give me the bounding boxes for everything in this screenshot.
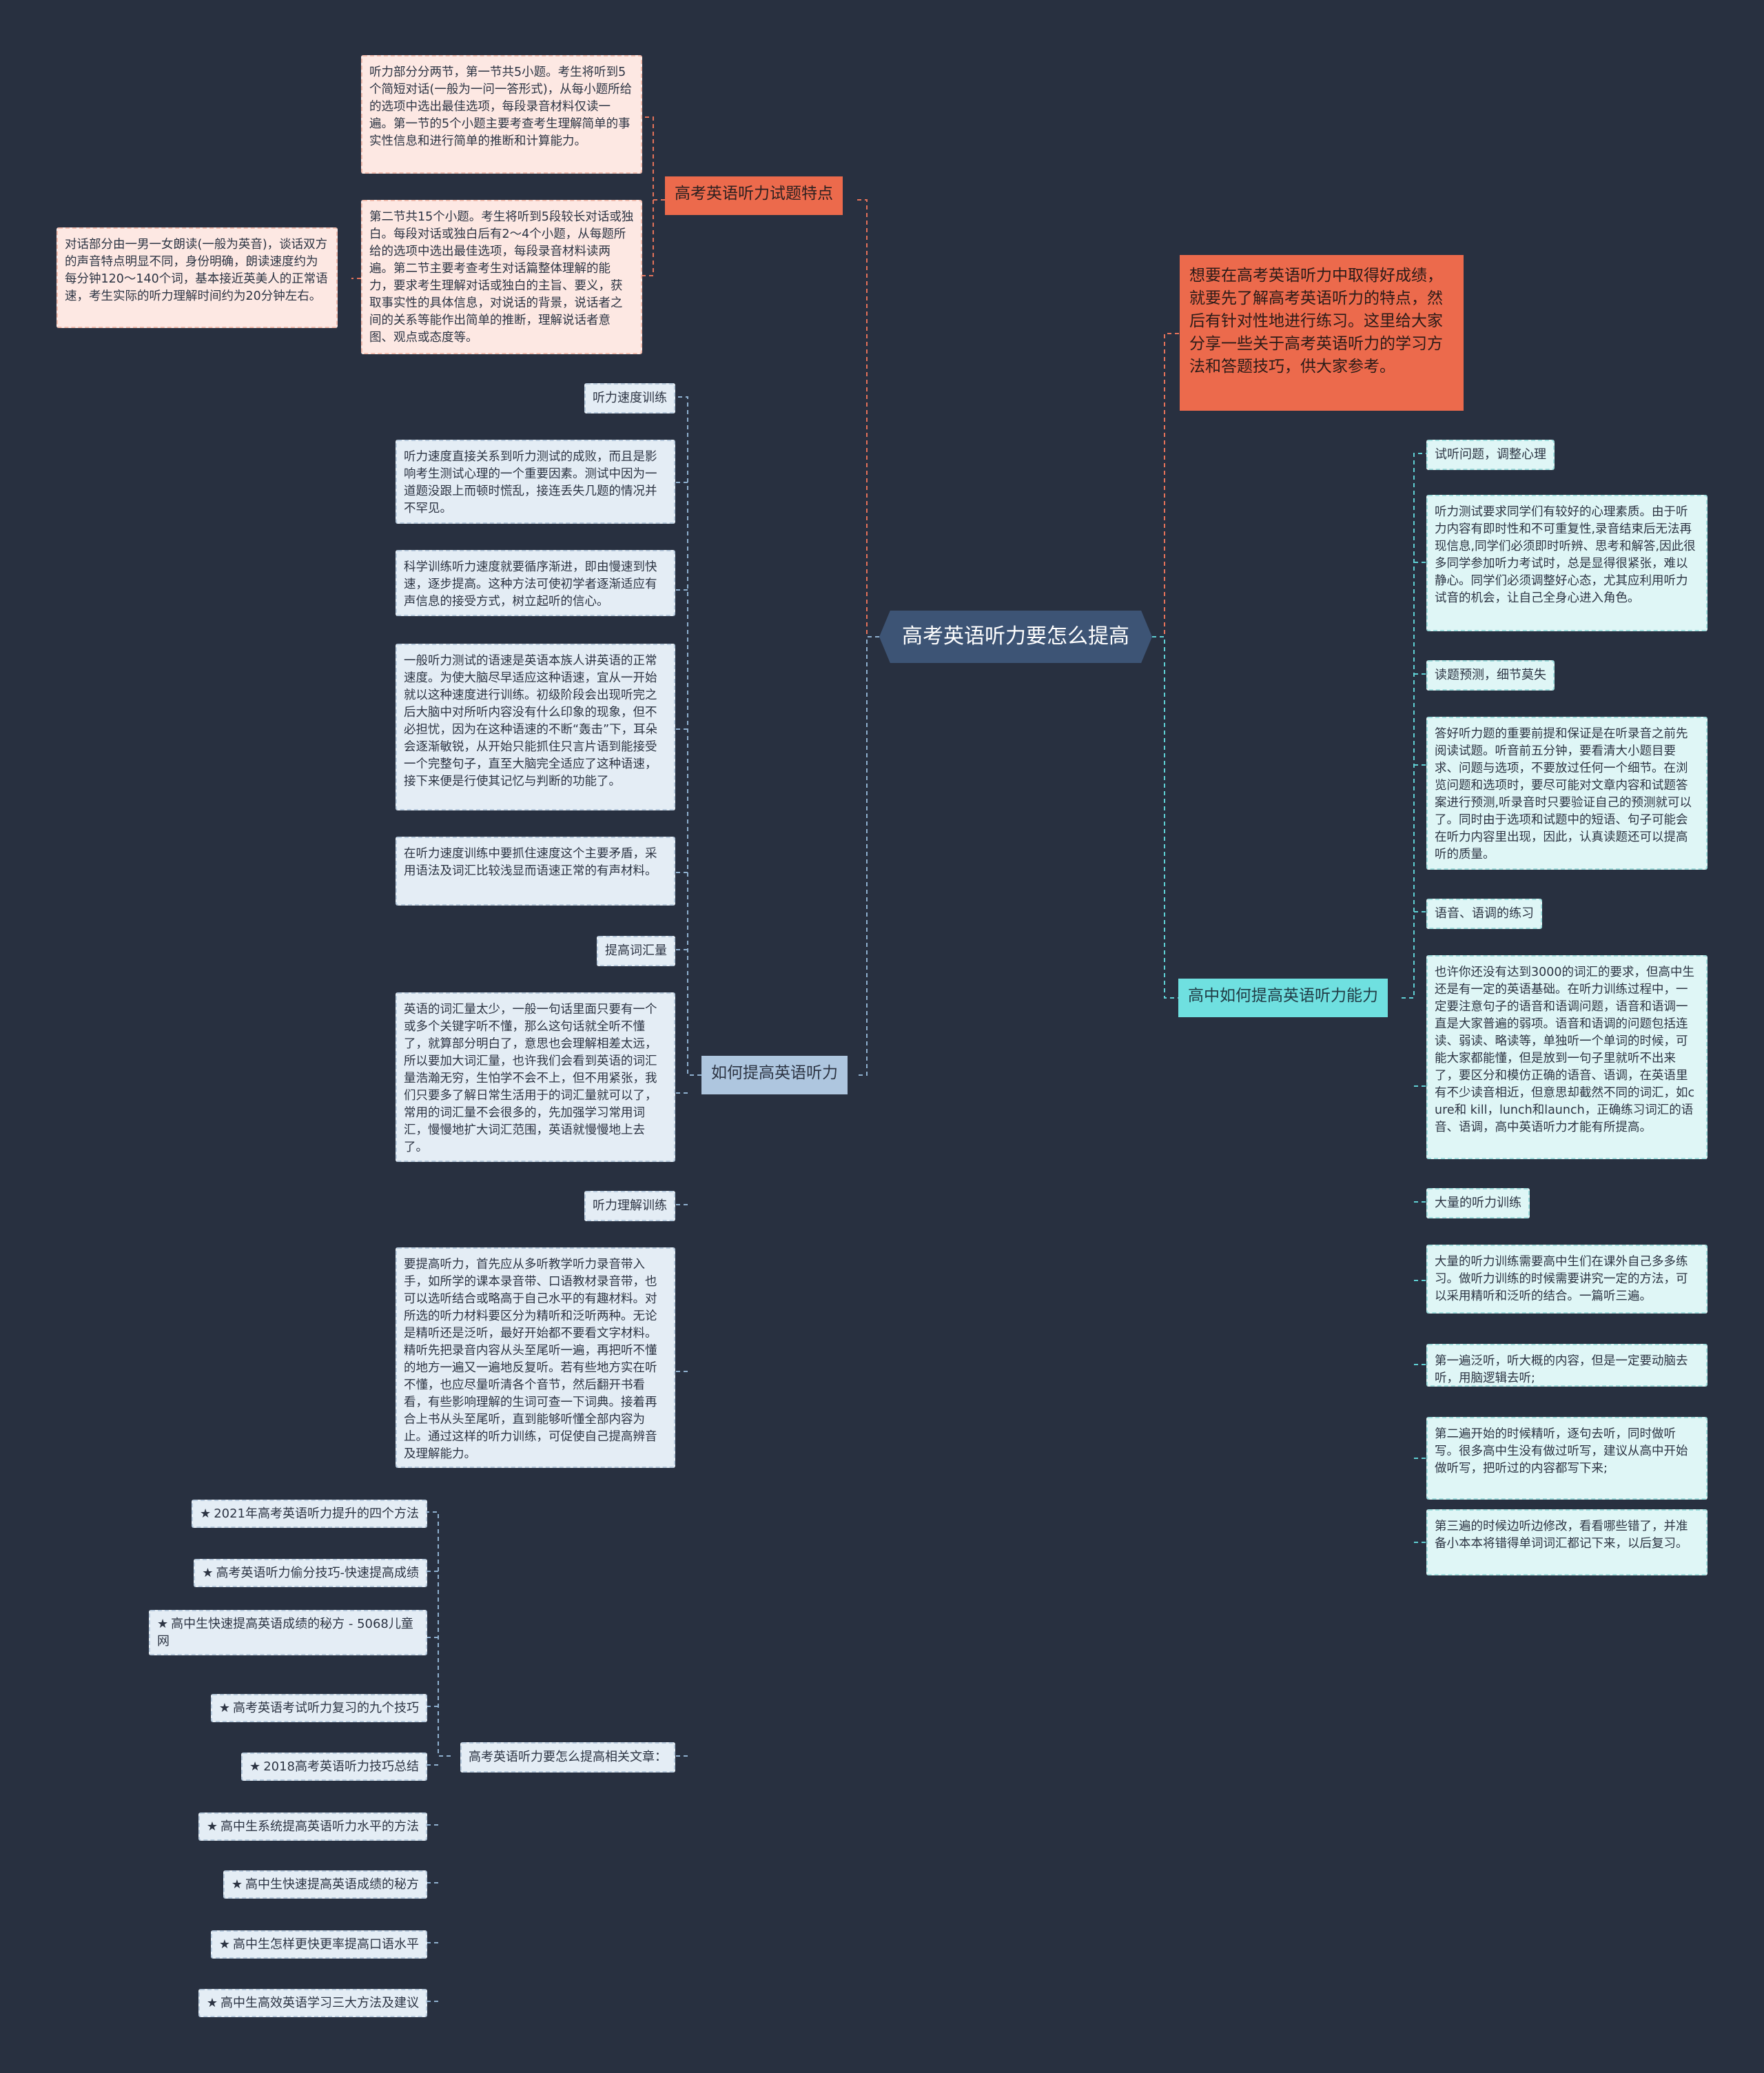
related-article-title: 高中生快速提高英语成绩的秘方: [245, 1877, 419, 1892]
star-icon: ★: [200, 1507, 212, 1521]
how-speed-label[interactable]: 听力速度训练: [584, 383, 675, 413]
star-icon: ★: [218, 1937, 230, 1952]
highschool-item-text: 也许你还没有达到3000的词汇的要求，但高中生还是有一定的英语基础。在听力训练过…: [1426, 955, 1707, 1159]
related-article-title: 高中生系统提高英语听力水平的方法: [220, 1819, 419, 1834]
related-article-link[interactable]: ★2021年高考英语听力提升的四个方法: [192, 1500, 427, 1528]
star-icon: ★: [206, 1996, 218, 2010]
features-section1-text: 听力部分分两节，第一节共5小题。考生将听到5个简短对话(一般为一问一答形式)，从…: [361, 55, 642, 174]
related-articles-label[interactable]: 高考英语听力要怎么提高相关文章：: [460, 1742, 675, 1773]
related-article-link[interactable]: ★高中生系统提高英语听力水平的方法: [198, 1812, 427, 1841]
related-article-link[interactable]: ★高中生怎样更快更率提高口语水平: [210, 1930, 427, 1959]
root-title: 高考英语听力要怎么提高: [902, 624, 1129, 649]
highschool-listening-step: 第三遍的时候边听边修改，看看哪些错了，并准备小本本将错得单词词汇都记下来，以后复…: [1426, 1509, 1707, 1575]
star-icon: ★: [249, 1759, 261, 1774]
highschool-branch-title[interactable]: 高中如何提高英语听力能力: [1178, 979, 1388, 1017]
star-icon: ★: [157, 1617, 169, 1631]
related-article-title: 高中生快速提高英语成绩的秘方 - 5068儿童网: [157, 1617, 413, 1648]
highschool-item-text: 大量的听力训练需要高中生们在课外自己多多练习。做听力训练的时候需要讲究一定的方法…: [1426, 1245, 1707, 1314]
related-article-link[interactable]: ★高考英语考试听力复习的九个技巧: [210, 1694, 427, 1722]
how-speed-p2: 科学训练听力速度就要循序渐进，即由慢速到快速，逐步提高。这种方法可使初学者逐渐适…: [396, 550, 675, 616]
features-branch-title[interactable]: 高考英语听力试题特点: [665, 176, 843, 215]
features-dialog-note: 对话部分由一男一女朗读(一般为英音)，谈话双方的声音特点明显不同，身份明确，朗读…: [57, 227, 338, 328]
features-section2-text: 第二节共15个小题。考生将听到5段较长对话或独白。每段对话或独白后有2～4个小题…: [361, 200, 642, 354]
how-vocab-label[interactable]: 提高词汇量: [597, 936, 675, 966]
how-branch-title[interactable]: 如何提高英语听力: [701, 1056, 848, 1094]
related-article-title: 2018高考英语听力技巧总结: [263, 1759, 419, 1774]
related-article-title: 高考英语听力偷分技巧-快速提高成绩: [216, 1566, 420, 1580]
related-article-title: 2021年高考英语听力提升的四个方法: [214, 1507, 419, 1521]
star-icon: ★: [202, 1566, 214, 1580]
how-speed-p4: 在听力速度训练中要抓住速度这个主要矛盾，采用语法及词汇比较浅显而语速正常的有声材…: [396, 837, 675, 906]
how-speed-p1: 听力速度直接关系到听力测试的成败，而且是影响考生测试心理的一个重要因素。测试中因…: [396, 440, 675, 524]
how-comp-label[interactable]: 听力理解训练: [584, 1191, 675, 1221]
highschool-item-text: 听力测试要求同学们有较好的心理素质。由于听力内容有即时性和不可重复性,录音结束后…: [1426, 495, 1707, 631]
related-article-title: 高中生怎样更快更率提高口语水平: [233, 1937, 419, 1952]
highschool-item-label[interactable]: 语音、语调的练习: [1426, 899, 1542, 929]
related-article-link[interactable]: ★高中生快速提高英语成绩的秘方: [223, 1870, 427, 1899]
highschool-item-label[interactable]: 大量的听力训练: [1426, 1188, 1530, 1218]
highschool-listening-step: 第一遍泛听，听大概的内容，但是一定要动脑去听，用脑逻辑去听;: [1426, 1344, 1707, 1387]
root-node[interactable]: 高考英语听力要怎么提高: [879, 611, 1152, 663]
related-article-title: 高中生高效英语学习三大方法及建议: [220, 1996, 419, 2010]
highschool-listening-step: 第二遍开始的时候精听，逐句去听，同时做听写。很多高中生没有做过听写，建议从高中开…: [1426, 1417, 1707, 1500]
related-article-link[interactable]: ★2018高考英语听力技巧总结: [241, 1753, 427, 1781]
how-comp-p1: 要提高听力，首先应从多听教学听力录音带入手，如所学的课本录音带、口语教材录音带，…: [396, 1247, 675, 1468]
star-icon: ★: [218, 1701, 230, 1715]
how-speed-p3: 一般听力测试的语速是英语本族人讲英语的正常速度。为使大脑尽早适应这种语速，宜从一…: [396, 644, 675, 810]
star-icon: ★: [206, 1819, 218, 1834]
intro-text: 想要在高考英语听力中取得好成绩，就要先了解高考英语听力的特点，然后有针对性地进行…: [1189, 267, 1443, 376]
how-vocab-p1: 英语的词汇量太少，一般一句话里面只要有一个或多个关键字听不懂，那么这句话就全听不…: [396, 992, 675, 1162]
related-article-link[interactable]: ★高考英语听力偷分技巧-快速提高成绩: [194, 1559, 427, 1587]
related-article-title: 高考英语考试听力复习的九个技巧: [233, 1701, 419, 1715]
related-article-link[interactable]: ★高中生高效英语学习三大方法及建议: [198, 1989, 427, 2017]
star-icon: ★: [231, 1877, 243, 1892]
highschool-item-text: 答好听力题的重要前提和保证是在听录音之前先阅读试题。听音前五分钟，要看清大小题目…: [1426, 717, 1707, 870]
related-article-link[interactable]: ★高中生快速提高英语成绩的秘方 - 5068儿童网: [149, 1610, 427, 1655]
highschool-item-label[interactable]: 试听问题，调整心理: [1426, 440, 1555, 470]
intro-box[interactable]: 想要在高考英语听力中取得好成绩，就要先了解高考英语听力的特点，然后有针对性地进行…: [1180, 255, 1464, 411]
highschool-item-label[interactable]: 读题预测，细节莫失: [1426, 660, 1555, 691]
